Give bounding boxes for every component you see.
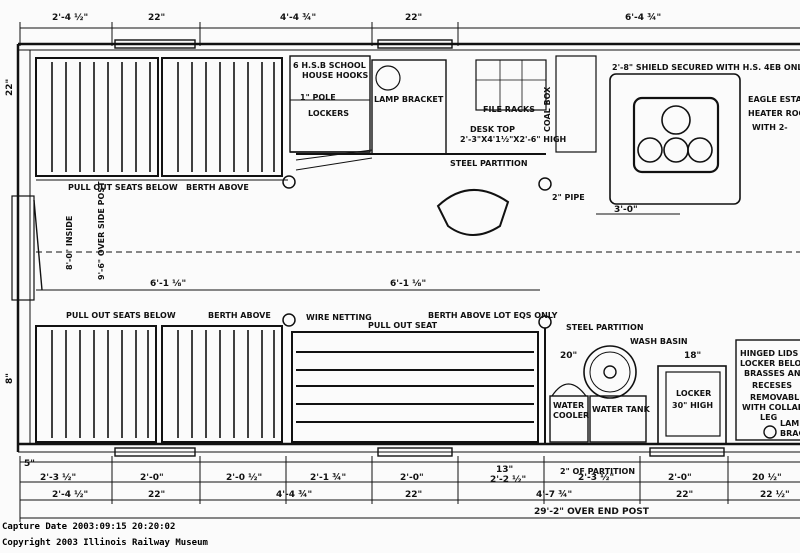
upper-seat-right: [161, 57, 283, 177]
label-eagle-1: EAGLE ESTA: [748, 95, 800, 104]
label-steel-partition-bottom: STEEL PARTITION: [566, 323, 644, 332]
desk-area: [296, 55, 597, 155]
dim-top-4: 22": [405, 13, 422, 23]
dim-top-2: 22": [148, 13, 165, 23]
label-desk-dims: 2'-3"X4'1½"X2'-6" HIGH: [460, 134, 566, 144]
label-berth-above-bottom: BERTH ABOVE: [208, 311, 271, 320]
label-pole: 1" POLE: [300, 93, 336, 102]
label-lamp-bracket: LAMP BRACKET: [374, 95, 444, 104]
label-school-hooks: 6 H.S.B SCHOOL: [293, 61, 366, 70]
label-locker: LOCKER: [676, 389, 711, 398]
dim-bot-a7: 2'-3 ½": [578, 472, 614, 483]
label-hinged-5: REMOVABLE T: [750, 393, 800, 402]
dim-bot-b1: 2'-4 ½": [52, 489, 88, 500]
dim-bot-a6: 2'-2 ½": [490, 474, 526, 485]
dim-twenty: 20": [560, 351, 577, 361]
label-file-racks: FILE RACKS: [483, 105, 535, 114]
wash-area: [549, 345, 647, 443]
dim-bot-a5: 2'-0": [400, 473, 424, 483]
dim-eighteen: 18": [684, 351, 701, 361]
post-circle-top-1: [282, 175, 296, 189]
dim-bot-b5: 4'-7 ¾": [536, 490, 572, 500]
label-inside: 8'-0" INSIDE: [65, 216, 74, 270]
dim-top-1: 2'-4 ½": [52, 12, 88, 23]
label-locker-high: 30" HIGH: [672, 401, 713, 410]
label-hinged-3: BRASSES AND: [744, 369, 800, 378]
dim-13: 13": [496, 465, 513, 475]
post-circle-bottom-1: [282, 313, 296, 327]
dim-v-5: 5": [24, 459, 35, 469]
label-eagle-3: WITH 2-: [752, 123, 788, 132]
dim-bot-b2: 22": [148, 490, 165, 500]
top-dimension-lines: [19, 22, 800, 46]
heater-stove: [609, 73, 741, 205]
label-berth-above-lots: BERTH ABOVE LOT EQS ONLY: [428, 311, 558, 320]
dim-mid-left: 6'-1 ⅛": [150, 279, 186, 289]
dim-bot-a4: 2'-1 ¾": [310, 473, 346, 483]
bottom-dimension-lines: [19, 456, 800, 522]
dim-top-5: 6'-4 ¾": [625, 13, 661, 23]
dim-mid-right: 6'-1 ⅛": [390, 279, 426, 289]
label-water-cooler-2: COOLER: [553, 411, 589, 420]
dim-v-22: 22": [5, 79, 15, 96]
label-wire-netting: WIRE NETTING: [306, 313, 372, 322]
label-over-end-post: 29'-2" OVER END POST: [534, 507, 650, 517]
lower-seat-left: [35, 325, 157, 443]
label-hinged-7: LEG: [760, 413, 777, 422]
dim-bot-a8: 2'-0": [668, 473, 692, 483]
lower-seat-middle: [161, 325, 283, 443]
dim-bot-a9: 20 ½": [752, 472, 782, 483]
post-circle-top-2: [538, 177, 552, 191]
copyright: Copyright 2003 Illinois Railway Museum: [2, 538, 208, 548]
dim-three-ft: 3'-0": [614, 205, 638, 215]
upper-seat-left: [35, 57, 159, 177]
label-water-cooler-1: WATER: [553, 401, 584, 410]
label-pull-out-top: PULL OUT SEATS BELOW: [68, 183, 178, 192]
dim-bot-a2: 2'-0": [140, 473, 164, 483]
dim-bot-b7: 22 ½": [760, 489, 790, 500]
label-berth-above-top: BERTH ABOVE: [186, 183, 249, 192]
lamp-bracket-circle: [763, 425, 777, 439]
dim-top-3: 4'-4 ¾": [280, 13, 316, 23]
dim-v-8: 8": [5, 373, 15, 384]
lower-seat-long: [291, 331, 539, 443]
label-wash-basin: WASH BASIN: [630, 337, 688, 346]
label-shield: 2'-8" SHIELD SECURED WITH H.S. 4EB ONLY: [612, 63, 800, 72]
capture-date: Capture Date 2003:09:15 20:20:02: [2, 522, 176, 532]
label-side-post: 9'-6" OVER SIDE POST: [97, 181, 106, 280]
label-pull-out-bottom: PULL OUT SEATS BELOW: [66, 311, 176, 320]
label-eagle-2: HEATER ROOD: [748, 109, 800, 118]
label-hinged-6: WITH COLLAPSI: [742, 403, 800, 412]
label-hinged-2: LOCKER BELOW F: [740, 359, 800, 368]
label-pipe: 2" PIPE: [552, 193, 585, 202]
dim-bot-b6: 22": [676, 490, 693, 500]
label-lamp-2: LAMP: [780, 419, 800, 428]
swivel-chair: [436, 189, 510, 236]
label-hinged-1: HINGED LIDS WIT: [740, 349, 800, 358]
dim-bot-b3: 4'-4 ¾": [276, 490, 312, 500]
label-hinged-4: RECESES: [752, 381, 792, 390]
locker-box: [657, 365, 727, 445]
label-brac: BRAC: [780, 429, 800, 438]
label-lockers: LOCKERS: [308, 109, 349, 118]
label-coal-box: COAL BOX: [543, 86, 552, 132]
label-water-tank: WATER TANK: [592, 405, 651, 414]
label-pull-out-seat: PULL OUT SEAT: [368, 321, 438, 330]
label-partition: 2" OF PARTITION: [560, 467, 635, 476]
label-steel-partition-top: STEEL PARTITION: [450, 159, 528, 168]
dim-bot-b4: 22": [405, 490, 422, 500]
dim-bot-a1: 2'-3 ½": [40, 472, 76, 483]
label-desk-top: DESK TOP: [470, 125, 515, 134]
dim-bot-a3: 2'-0 ½": [226, 472, 262, 483]
hinged-locker: [735, 339, 800, 441]
label-house-hooks: HOUSE HOOKS: [302, 71, 369, 80]
